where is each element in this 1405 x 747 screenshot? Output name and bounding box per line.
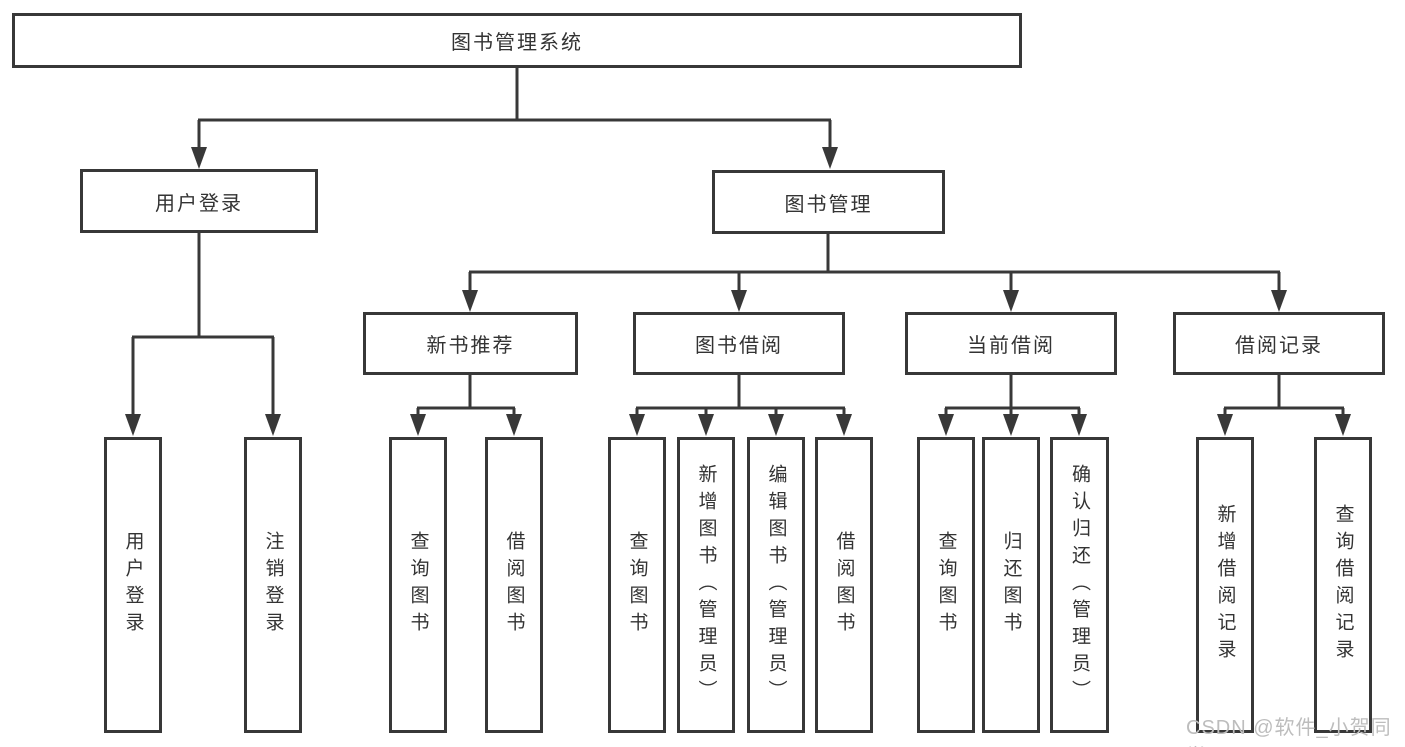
node-query-books-borrowing: 查询图书 [608, 437, 666, 733]
node-edit-books-admin: 编辑图书（管理员） [747, 437, 805, 733]
node-return-books: 归还图书 [982, 437, 1040, 733]
connector-current-borrow-children [938, 375, 1087, 436]
node-current-borrowing: 当前借阅 [905, 312, 1117, 375]
node-borrow-books-borrowing: 借阅图书 [815, 437, 873, 733]
connector-borrow-record-children [1217, 375, 1351, 436]
node-query-books-recommend: 查询图书 [389, 437, 447, 733]
node-add-books-admin: 新增图书（管理员） [677, 437, 735, 733]
node-user-login: 用户登录 [80, 169, 318, 233]
connector-book-mgmt-to-level3 [462, 234, 1287, 312]
connector-book-borrow-children [629, 375, 852, 436]
node-add-borrow-record: 新增借阅记录 [1196, 437, 1254, 733]
node-root: 图书管理系统 [12, 13, 1022, 68]
node-query-borrow-record: 查询借阅记录 [1314, 437, 1372, 733]
node-borrow-books-recommend: 借阅图书 [485, 437, 543, 733]
node-user-login-action: 用户登录 [104, 437, 162, 733]
node-logout-action: 注销登录 [244, 437, 302, 733]
node-confirm-return-admin: 确认归还（管理员） [1050, 437, 1109, 733]
node-book-borrowing: 图书借阅 [633, 312, 845, 375]
connector-root-to-level2 [191, 68, 838, 169]
node-book-management: 图书管理 [712, 170, 945, 234]
node-query-books-current: 查询图书 [917, 437, 975, 733]
connector-new-book-children [410, 375, 522, 436]
connector-user-login-children [125, 233, 281, 436]
watermark: CSDN @软件_小贺同学 [1186, 717, 1392, 747]
node-new-book-recommend: 新书推荐 [363, 312, 578, 375]
node-borrowing-records: 借阅记录 [1173, 312, 1385, 375]
